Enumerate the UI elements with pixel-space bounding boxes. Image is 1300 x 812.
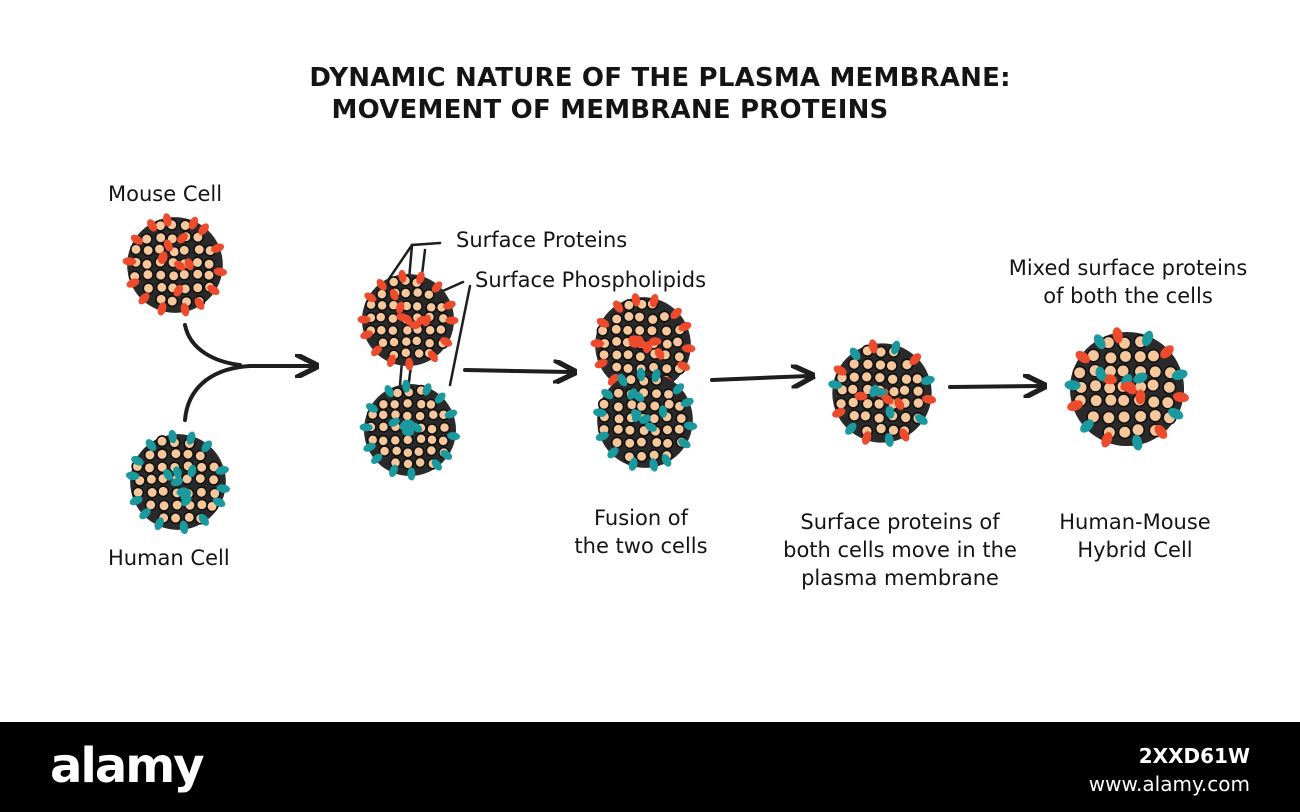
arrow-to-hybrid [948,386,1040,387]
mouse-cell-contact-proteins [357,269,459,371]
arrows [183,323,1040,422]
human-cell-contact-body [364,384,456,476]
human-cell-label: Human Cell [108,546,230,570]
mouse-cell-label: Mouse Cell [108,182,223,206]
hybrid-label-line-1: Human-Mouse [1059,510,1211,534]
hybrid-cell-proteins [1064,327,1189,451]
site-url: www.alamy.com [1088,772,1250,796]
moving-label-line-2: both cells move in the [783,538,1017,562]
phospholipids-leader-2 [448,284,472,387]
human-cell [125,429,231,535]
moving-proteins-cell [828,339,937,447]
stock-footer-bar: alamy 2XXD61W www.alamy.com [0,722,1300,812]
surface-phospholipids-label: Surface Phospholipids [475,268,707,292]
fusing-cell-bottom-proteins [593,367,698,472]
alamy-logo: alamy [50,738,205,794]
surface-proteins-label: Surface Proteins [456,228,628,252]
mixed-label-line-1: Mixed surface proteins [1008,256,1248,280]
moving-proteins-label: Surface proteins of both cells move in t… [770,508,1030,592]
mixed-proteins-label: Mixed surface proteins of both the cells [998,254,1258,310]
human-cell-contact [359,379,461,481]
image-id: 2XXD61W [1138,744,1250,768]
moving-proteins-cell-proteins [828,339,937,447]
fusing-cell-bottom [593,367,698,472]
merge-arrow-bottom [183,366,312,422]
title-line-1: DYNAMIC NATURE OF THE PLASMA MEMBRANE: [309,63,1011,93]
fusion-label-line-1: Fusion of [593,506,689,530]
diagram-canvas: DYNAMIC NATURE OF THE PLASMA MEMBRANE: M… [108,62,1258,592]
diagram-title: DYNAMIC NATURE OF THE PLASMA MEMBRANE: M… [250,62,1070,126]
hybrid-label-line-2: Hybrid Cell [1077,538,1193,562]
moving-label-line-1: Surface proteins of [800,510,1000,534]
mouse-cell-contact [357,269,459,371]
fusion-label-line-2: the two cells [574,534,708,558]
moving-label-line-3: plasma membrane [801,566,999,590]
mouse-cell [122,213,227,317]
hybrid-cell [1064,327,1189,451]
arrow-to-moving [710,376,808,380]
fusion-label: Fusion of the two cells [556,504,726,560]
human-cell-contact-proteins [359,379,461,481]
merge-arrow-top [183,323,242,367]
hybrid-cell-label: Human-Mouse Hybrid Cell [1040,508,1230,564]
title-line-2: MOVEMENT OF MEMBRANE PROTEINS [331,95,889,125]
cell-fusion-illustration [122,213,1189,535]
mouse-cell-proteins [122,213,227,317]
mixed-label-line-2: of both the cells [1043,284,1213,308]
cells-layer [122,213,1189,535]
human-cell-proteins [125,429,231,535]
arrow-to-fusion [463,370,570,372]
